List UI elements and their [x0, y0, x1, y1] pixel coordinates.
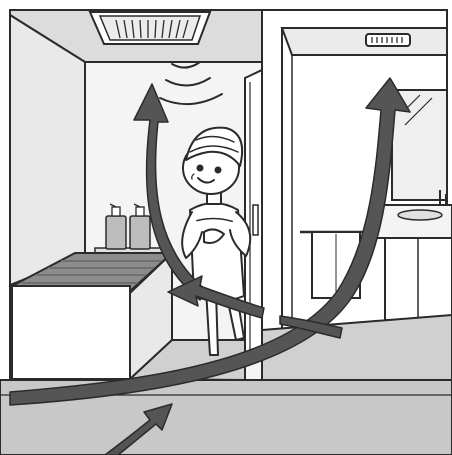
bathroom — [10, 10, 265, 380]
bathtub-front — [12, 286, 130, 379]
ceiling-vent-icon — [90, 12, 210, 44]
bathroom-left-wall — [10, 15, 85, 285]
door-handle — [253, 205, 258, 235]
wall-vent-icon — [366, 34, 410, 46]
